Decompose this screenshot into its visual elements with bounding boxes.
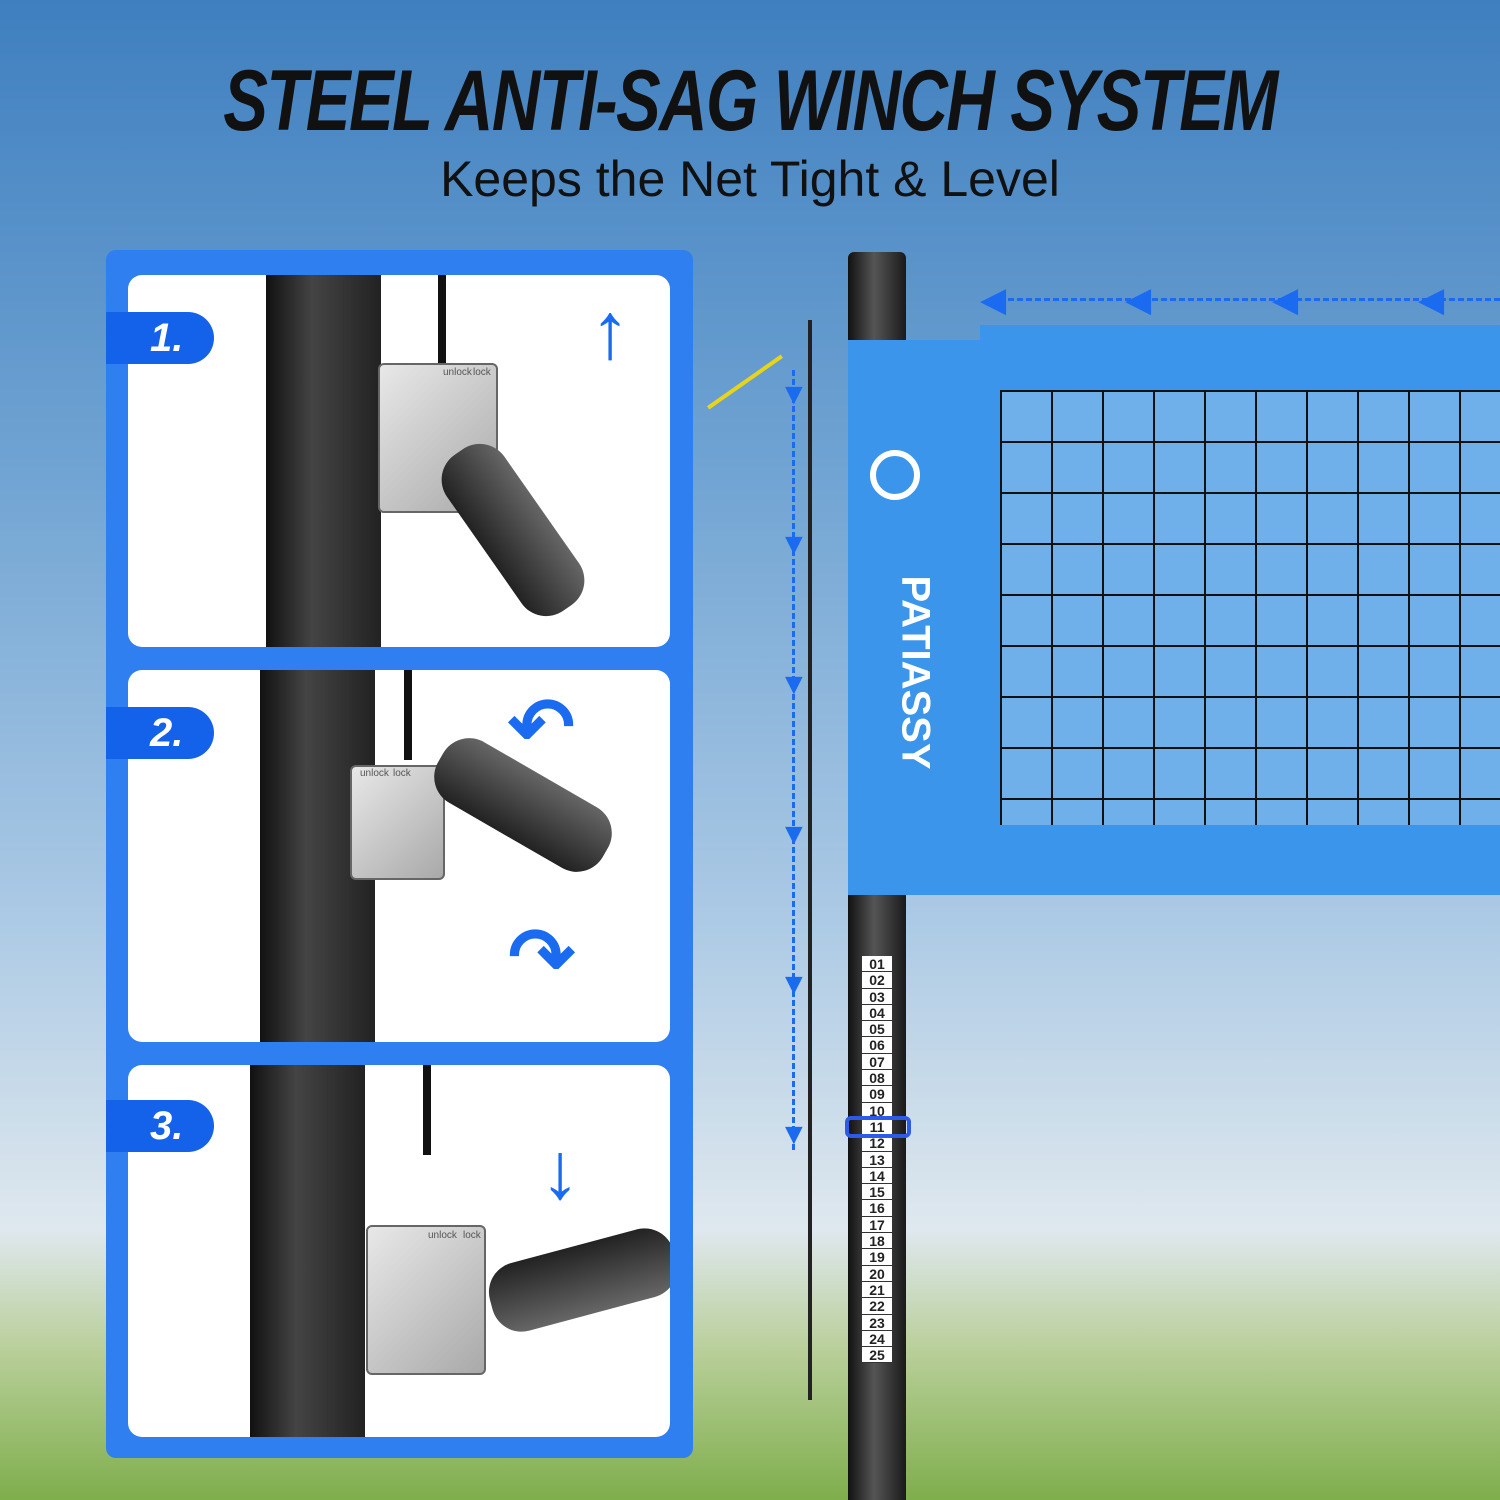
step-1-card: unlock lock ↑ [128,275,670,647]
step-3-card: unlock lock ↓ [128,1065,670,1437]
ruler-mark: 19 [862,1249,892,1266]
ruler-mark: 05 [862,1021,892,1038]
down-arrow-icon: ▼ [779,968,809,1001]
pole-sleeve [848,340,980,895]
ruler-mark: 24 [862,1330,892,1348]
net-mesh [1000,390,1500,825]
ruler-mark: 13 [862,1151,892,1168]
ruler-mark: 21 [862,1281,892,1299]
ruler-mark: 22 [862,1298,892,1315]
step-2-card: unlock lock ↶ ↷ [128,670,670,1042]
up-arrow-icon: ↑ [590,286,630,375]
ruler-mark: 15 [862,1184,892,1201]
unlock-label: unlock [428,1230,457,1241]
vertical-dashed-line [792,370,795,1150]
lock-label: lock [473,367,491,378]
guy-rope [808,320,812,1400]
winch-handle [429,432,597,628]
ruler-mark: 16 [862,1200,892,1217]
ruler-mark: 20 [862,1265,892,1282]
ruler-mark: 18 [862,1233,892,1250]
ruler-mark: 14 [862,1167,892,1185]
step-3-badge: 3. [106,1100,214,1152]
step-1-badge: 1. [106,312,214,364]
down-arrow-icon: ▼ [779,378,809,411]
ruler-mark: 12 [862,1135,892,1152]
rotate-arrow-icon: ↷ [508,912,576,1001]
ruler-mark: 04 [862,1004,892,1022]
ruler-mark: 06 [862,1037,892,1054]
lock-label: lock [463,1230,481,1241]
rotate-arrow-icon: ↶ [508,682,576,771]
unlock-label: unlock [443,367,472,378]
step-2-badge: 2. [106,707,214,759]
steps-panel: unlock lock ↑ unlock lock ↶ ↷ unlock loc… [106,250,693,1458]
down-arrow-icon: ▼ [779,528,809,561]
unlock-label: unlock [360,768,389,779]
ruler-mark: 08 [862,1070,892,1087]
winch-handle [482,1221,670,1339]
down-arrow-icon: ▼ [779,668,809,701]
ruler-mark: 01 [862,956,892,973]
down-arrow-icon: ▼ [779,818,809,851]
left-arrow-icon: ◀ [1418,281,1445,319]
volleyball-logo-icon [870,450,920,500]
ruler-mark: 02 [862,972,892,989]
ruler-mark: 07 [862,1053,892,1071]
ruler-mark: 09 [862,1086,892,1103]
ruler-mark: 03 [862,988,892,1005]
left-arrow-icon: ◀ [980,281,1007,319]
headline: STEEL ANTI-SAG WINCH SYSTEM [223,53,1278,149]
down-arrow-icon: ▼ [779,1118,809,1151]
brand-name: PATIASSY [893,575,938,770]
height-strap[interactable] [845,1116,911,1138]
ruler-mark: 17 [862,1216,892,1234]
yellow-cord [706,354,784,410]
ruler-mark: 23 [862,1314,892,1331]
winch-bracket [366,1225,486,1375]
down-arrow-icon: ↓ [540,1126,580,1215]
ruler-mark: 25 [862,1347,892,1364]
left-arrow-icon: ◀ [1125,281,1152,319]
winch-bracket [350,765,445,880]
tension-dashed-line [990,298,1500,301]
left-arrow-icon: ◀ [1272,281,1299,319]
subheadline: Keeps the Net Tight & Level [440,151,1060,207]
lock-label: lock [393,768,411,779]
